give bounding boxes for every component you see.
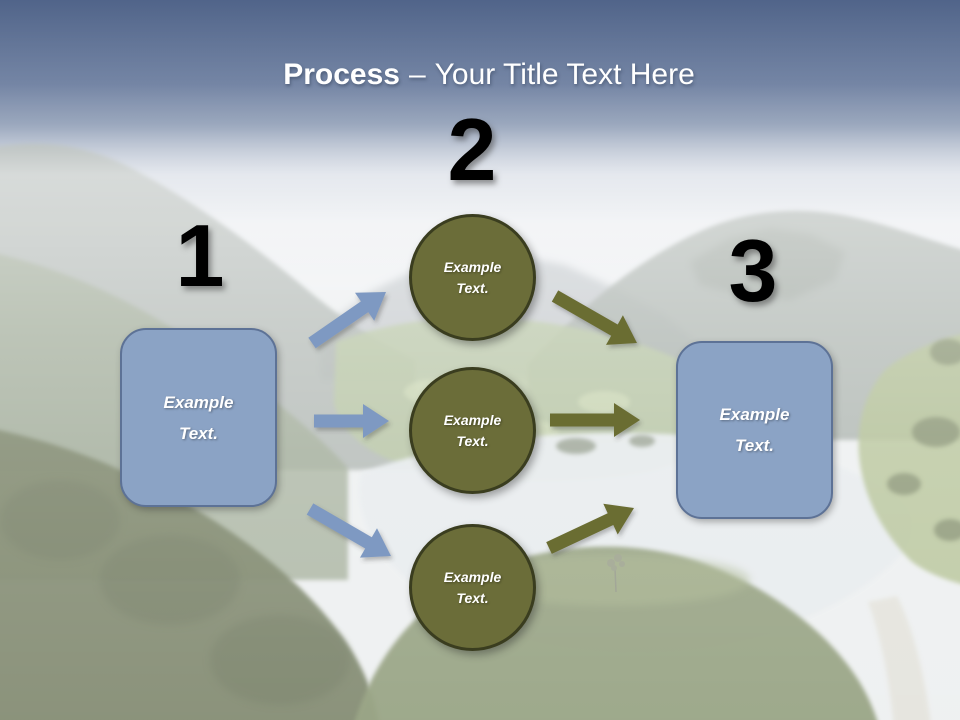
title-keyword: Process — [283, 58, 400, 91]
circle-text-line: Text. — [456, 432, 489, 449]
circle-text-line: Example — [443, 568, 502, 585]
arrow-olive-bottom — [546, 503, 634, 554]
step-number-1: 1 — [175, 206, 225, 305]
title-dash: – — [408, 58, 426, 91]
circle-text-line: Text. — [456, 589, 489, 606]
step-number-3: 3 — [728, 221, 778, 320]
process-box-3: Example Text. — [676, 341, 833, 519]
arrow-blue-middle — [314, 404, 389, 438]
box-text-line: Example — [163, 392, 234, 412]
arrow-blue-bottom — [306, 503, 391, 558]
circle-text-line: Text. — [456, 279, 489, 296]
arrow-blue-top — [308, 292, 386, 349]
circle-text-line: Example — [443, 258, 502, 275]
title-text: Your Title Text Here — [434, 58, 695, 91]
step-number-2: 2 — [447, 100, 497, 199]
box-text-line: Example — [719, 405, 790, 424]
circle-text-line: Example — [443, 411, 502, 428]
process-circle-3: Example Text. — [409, 524, 536, 651]
process-circle-2: Example Text. — [409, 367, 536, 494]
box-text-line: Text. — [734, 436, 775, 455]
process-circle-1: Example Text. — [409, 214, 536, 341]
arrow-olive-top — [551, 290, 637, 345]
slide-title: Process – Your Title Text Here — [0, 54, 960, 96]
box-text-line: Text. — [178, 423, 219, 443]
arrow-olive-middle — [550, 403, 640, 437]
process-box-1: Example Text. — [120, 328, 277, 507]
